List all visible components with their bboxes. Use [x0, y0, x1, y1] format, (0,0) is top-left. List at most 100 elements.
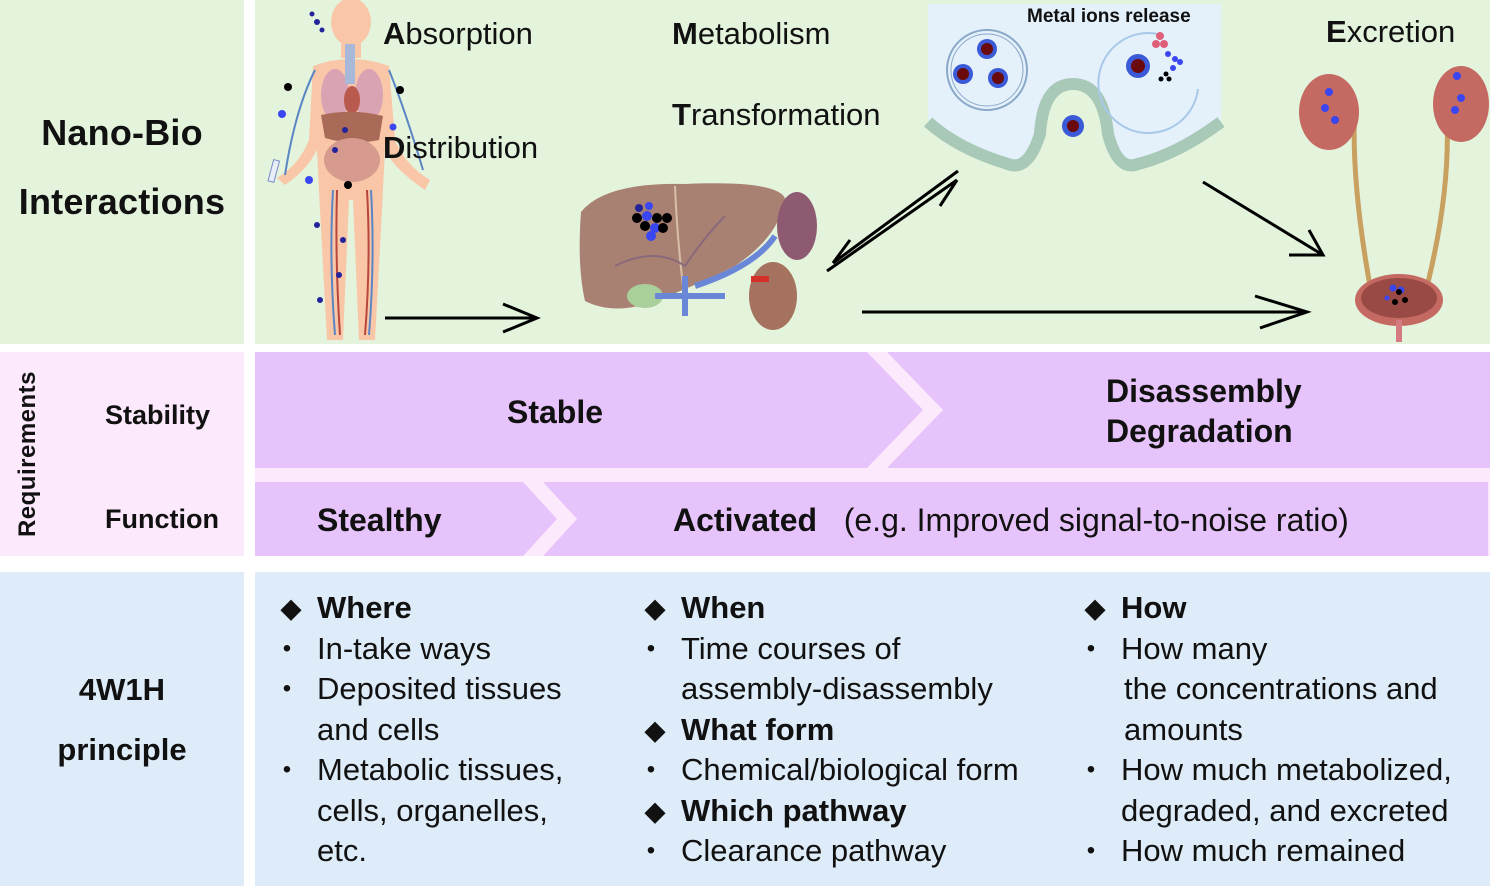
- syringe-icon: [267, 158, 281, 183]
- liver-kidney-icon: [579, 183, 817, 330]
- requirements-label-panel: [0, 352, 244, 556]
- principle-column-when: ◆ When • Time courses of assembly-disassem…: [641, 588, 1019, 872]
- stage-metabolism-rest: etabolism: [697, 16, 831, 51]
- list-item-text: Clearance pathway: [681, 833, 947, 868]
- principle-column-how: ◆How •How many the concentrations and am…: [1081, 588, 1452, 872]
- bullet-icon: •: [282, 634, 292, 662]
- list-item-text: Chemical/biological form: [681, 752, 1019, 787]
- stage-distribution: Distribution: [383, 130, 538, 166]
- stage-excretion: Excretion: [1326, 14, 1455, 50]
- function-phase2-note: (e.g. Improved signal-to-noise ratio): [843, 502, 1349, 538]
- function-phase2-label: Activated: [673, 502, 818, 538]
- heading-when: When: [681, 590, 766, 625]
- list-item-text: Time courses of: [681, 630, 901, 666]
- list-item: • In-take ways: [277, 629, 563, 670]
- arrow-to-excretion-direct: [862, 294, 1312, 330]
- principle-heading: ◆ Where: [277, 588, 563, 629]
- diamond-bullet-icon: ◆: [281, 593, 301, 623]
- list-item-text: In-take ways: [317, 630, 492, 666]
- arrow-to-excretion-from-cell: [1202, 180, 1326, 257]
- diamond-bullet-icon: ◆: [645, 795, 665, 826]
- nano-bio-title-line2: Interactions: [18, 181, 226, 222]
- diamond-bullet-icon: ◆: [645, 593, 665, 623]
- list-item: • How much metabolized,: [1081, 750, 1452, 791]
- function-phase1-shape: [255, 482, 557, 556]
- list-item: • Time courses of: [641, 629, 1019, 670]
- stability-phase2-line2: Degradation: [1106, 413, 1293, 449]
- function-phase2-shape: [543, 482, 1488, 556]
- list-item: • Clearance pathway: [641, 831, 1019, 872]
- organs: [321, 44, 383, 182]
- stage-transformation: Transformation: [672, 97, 880, 133]
- stability-phase1-text: Stable: [507, 394, 604, 430]
- list-item: • Chemical/biological form: [641, 750, 1019, 791]
- stability-phase1-shape: [255, 352, 923, 468]
- bullet-icon: •: [646, 837, 656, 864]
- stability-phase2-line1: Disassembly: [1106, 373, 1302, 409]
- list-item-text: Metabolic tissues,: [317, 752, 564, 787]
- list-item-continuation: cells, organelles,: [317, 792, 548, 828]
- principle-heading: ◆ What form: [641, 710, 1019, 751]
- requirements-section-label: Requirements: [14, 370, 41, 538]
- list-item-continuation: degraded, and excreted: [1121, 792, 1449, 828]
- principle-column-where: ◆Where •In-take ways •Deposited tissues …: [277, 588, 563, 872]
- bullet-icon: •: [282, 675, 292, 702]
- requirements-band-shapes: [255, 352, 1490, 556]
- arrow-to-liver: [385, 302, 541, 334]
- function-phase2-text: Activated (e.g. Improved signal-to-noise…: [673, 502, 1349, 539]
- stage-transformation-initial: T: [672, 97, 691, 132]
- stage-distribution-initial: D: [383, 130, 406, 165]
- principle-title-line1: 4W1H: [78, 672, 166, 707]
- list-item-text: How many: [1121, 630, 1268, 666]
- requirements-bands: Stable Disassembly Degradation Stealthy …: [255, 352, 1490, 556]
- list-item: • Metabolic tissues,: [277, 750, 564, 791]
- human-body-icon: [267, 0, 430, 340]
- equilibrium-arrows: [826, 169, 959, 273]
- list-item-continuation: assembly-disassembly: [681, 671, 993, 706]
- nano-bio-title-line1: Nano-Bio: [41, 112, 203, 153]
- heading-where: Where: [317, 590, 412, 625]
- principle-heading: ◆How: [1081, 588, 1452, 629]
- stage-distribution-rest: istribution: [405, 130, 539, 165]
- list-item: •How much remained: [1081, 831, 1452, 872]
- stage-absorption: Absorption: [383, 16, 533, 52]
- heading-how: How: [1121, 590, 1187, 625]
- list-item-continuation: amounts: [1124, 711, 1243, 747]
- liver-nanoparticles: [632, 202, 672, 241]
- diamond-bullet-icon: ◆: [645, 714, 665, 745]
- list-item: • How many: [1081, 629, 1452, 670]
- bullet-icon: •: [646, 756, 656, 783]
- bullet-icon: •: [1086, 756, 1096, 783]
- principle-title-line2: principle: [57, 732, 187, 767]
- bullet-icon: •: [282, 756, 292, 783]
- cell-inset-label: Metal ions release: [1027, 6, 1191, 27]
- urinary-system-icon: [1299, 66, 1489, 342]
- blood-vessels: [284, 69, 424, 336]
- heading-which-pathway: Which pathway: [681, 792, 907, 828]
- principle-label-panel: 4W1H principle: [0, 572, 244, 886]
- nano-bio-label-panel: Nano-Bio Interactions: [0, 0, 244, 344]
- list-item-text: How much remained: [1121, 833, 1406, 868]
- list-item: • Deposited tissues: [277, 669, 563, 710]
- stage-absorption-rest: bsorption: [405, 16, 533, 51]
- list-item-text: Deposited tissues: [317, 671, 562, 706]
- cell-endocytosis-icon: [923, 4, 1225, 172]
- stage-transformation-rest: ransformation: [690, 97, 881, 132]
- bullet-icon: •: [646, 634, 656, 662]
- principle-heading: ◆ Which pathway: [641, 791, 1019, 832]
- stability-phase2-shape: [887, 352, 1490, 468]
- nano-bio-process-panel: Absorption Distribution Metabolism Trans…: [255, 0, 1490, 344]
- list-item-text: How much metabolized,: [1121, 752, 1452, 787]
- stage-absorption-initial: A: [383, 16, 406, 51]
- list-item-continuation: etc.: [317, 833, 367, 868]
- principle-heading: ◆ When: [641, 588, 1019, 629]
- bullet-icon: •: [1086, 634, 1096, 662]
- requirement-label-stability: Stability: [105, 400, 211, 430]
- stage-metabolism: Metabolism: [672, 16, 831, 52]
- list-item-continuation: and cells: [317, 711, 440, 747]
- function-phase1-text: Stealthy: [317, 502, 442, 538]
- nanoparticles: [278, 11, 404, 303]
- heading-what-form: What form: [681, 711, 835, 747]
- requirement-label-function: Function: [105, 504, 219, 534]
- stage-excretion-initial: E: [1326, 14, 1347, 49]
